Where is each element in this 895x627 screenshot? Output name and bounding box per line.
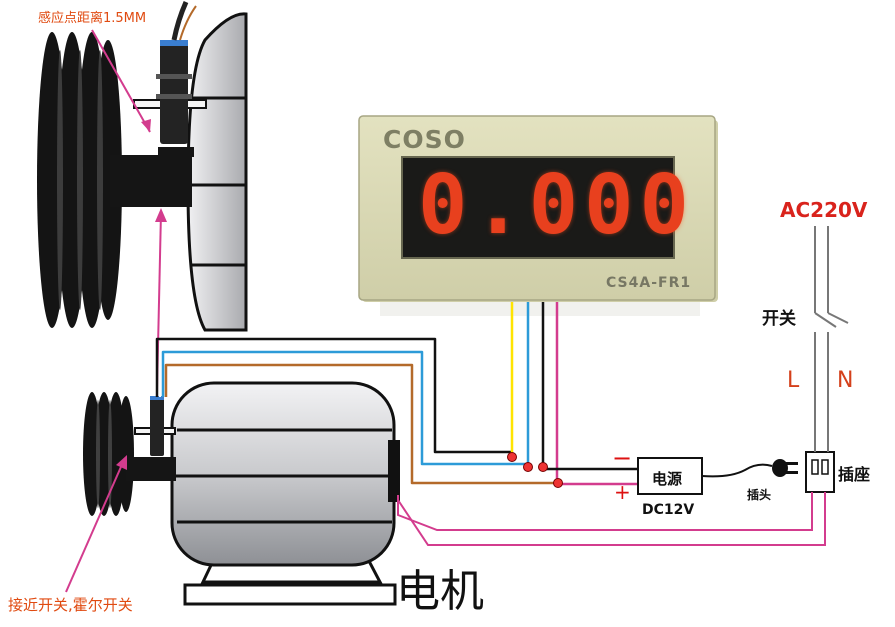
power-supply-label: 电源 bbox=[652, 470, 683, 488]
junction bbox=[507, 452, 517, 462]
plug-icon bbox=[772, 459, 798, 477]
electric-motor bbox=[83, 381, 400, 606]
power-cord bbox=[701, 463, 773, 478]
proximity-sensor bbox=[150, 398, 164, 456]
wire-white-outline bbox=[159, 343, 512, 458]
neutral-line-label: N bbox=[837, 368, 854, 393]
switch-label: 开关 bbox=[762, 309, 796, 329]
motor-body bbox=[170, 381, 396, 567]
wire-black bbox=[155, 337, 512, 454]
meter-display-window bbox=[401, 156, 675, 259]
positive-terminal-label: + bbox=[614, 480, 631, 504]
meter-model: CS4A-FR1 bbox=[606, 275, 692, 291]
motor-pulley bbox=[83, 392, 134, 516]
sensing-distance-note: 感应点距离1.5MM bbox=[38, 11, 147, 26]
socket-icon bbox=[805, 451, 835, 493]
motor-label: 电机 bbox=[396, 566, 484, 617]
sensor-type-pointer bbox=[65, 455, 127, 593]
negative-terminal-label: − bbox=[612, 444, 633, 472]
motor-shaft bbox=[126, 457, 176, 481]
live-line-label: L bbox=[787, 368, 800, 393]
zoom-pulley bbox=[37, 32, 122, 328]
plug-label: 插头 bbox=[747, 488, 772, 502]
socket-label: 插座 bbox=[838, 465, 871, 484]
motor-power-wires bbox=[397, 492, 826, 546]
zoom-motor-housing bbox=[186, 12, 248, 332]
ac-voltage-label: AC220V bbox=[780, 198, 868, 222]
junction bbox=[538, 462, 548, 472]
meter-brand-logo: COSO bbox=[383, 125, 466, 154]
junction bbox=[553, 478, 563, 488]
mains-lines bbox=[814, 226, 849, 452]
meter-leads bbox=[507, 302, 638, 488]
junction bbox=[523, 462, 533, 472]
zoom-shaft bbox=[110, 155, 192, 207]
distance-pointer bbox=[91, 29, 151, 133]
sensor-type-label: 接近开关,霍尔开关 bbox=[8, 596, 133, 614]
wire-blue bbox=[161, 350, 528, 466]
wire-brown bbox=[164, 363, 558, 485]
meter-reading: 0.000 bbox=[418, 158, 695, 253]
power-supply-voltage: DC12V bbox=[642, 502, 695, 518]
zoom-inset bbox=[37, 0, 248, 332]
sensor-cable bbox=[155, 337, 558, 485]
zoom-proximity-sensor bbox=[160, 42, 188, 144]
panel-meter bbox=[358, 115, 718, 316]
